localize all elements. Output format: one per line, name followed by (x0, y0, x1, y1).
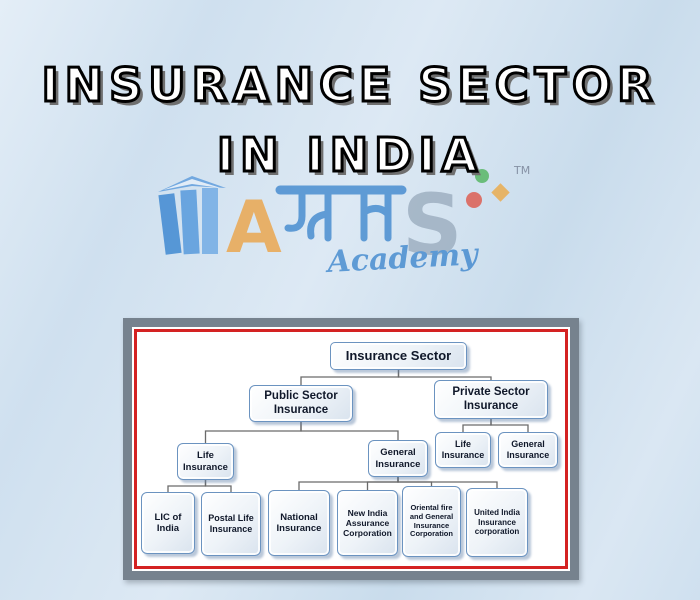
node-oriental-fire-general-insurance: Oriental fire and General Insurance Corp… (402, 486, 461, 557)
node-insurance-sector: Insurance Sector (330, 342, 467, 370)
node-private-sector-insurance: Private Sector Insurance (434, 380, 548, 419)
org-chart-connectors (167, 370, 529, 492)
academy-logo-graphic: A S TM Academy (158, 164, 530, 280)
page-title-line2: IN INDIA (215, 127, 484, 184)
page-title-line1: INSURANCE SECTOR (40, 57, 659, 114)
node-public-general-insurance: General Insurance (368, 440, 428, 477)
geometric-dots-icon (466, 169, 510, 208)
chart-inner-border: Insurance Sector Public Sector Insurance… (134, 329, 568, 569)
node-private-general-insurance: General Insurance (498, 432, 558, 468)
org-chart: Insurance Sector Public Sector Insurance… (137, 332, 565, 566)
academy-script: Academy (324, 237, 481, 280)
trademark-text: TM (513, 164, 530, 177)
chart-frame: Insurance Sector Public Sector Insurance… (123, 318, 579, 580)
devanagari-wordmark-icon (275, 185, 407, 242)
books-icon (158, 176, 226, 255)
academy-logo: A S TM Academy (150, 162, 550, 285)
logo-letter-s: S (402, 176, 463, 274)
node-lic-of-india: LIC of India (141, 492, 195, 554)
node-new-india-assurance: New India Assurance Corporation (337, 490, 398, 556)
node-public-sector-insurance: Public Sector Insurance (249, 385, 353, 422)
node-national-insurance: National Insurance (268, 490, 330, 556)
node-postal-life-insurance: Postal Life Insurance (201, 492, 261, 556)
node-private-life-insurance: Life Insurance (435, 432, 491, 468)
logo-letter-a: A (226, 185, 282, 269)
node-united-india-insurance: United India Insurance corporation (466, 488, 528, 557)
node-public-life-insurance: Life Insurance (177, 443, 234, 480)
